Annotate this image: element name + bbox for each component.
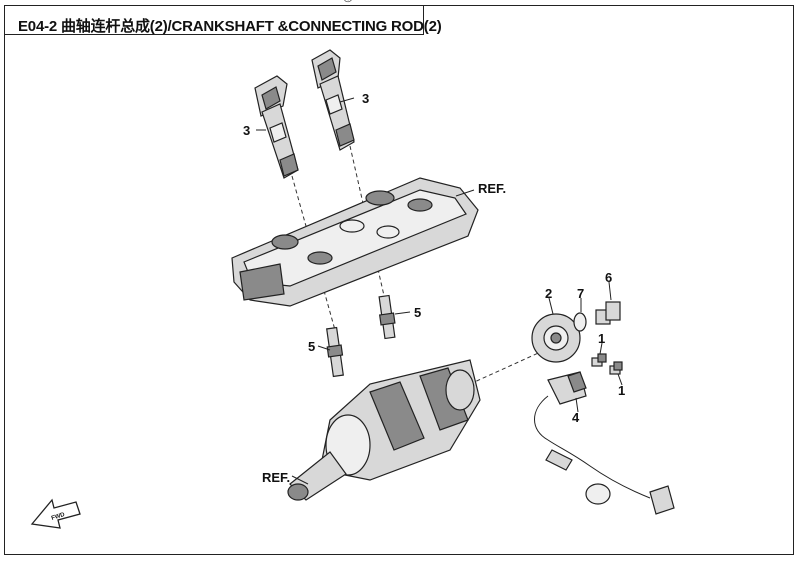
small-bolt-lower bbox=[609, 361, 623, 375]
leader-small-bolt-lower bbox=[617, 373, 623, 386]
leader-small-bolt-upper bbox=[599, 342, 603, 355]
label-spark-plug-right: 5 bbox=[414, 305, 421, 320]
leader-sprocket bbox=[548, 297, 554, 315]
direction-arrow-text: FWD bbox=[51, 512, 66, 522]
front-direction-arrow-icon: FWD bbox=[30, 498, 81, 529]
cylinder-head-cover bbox=[231, 177, 479, 307]
label-washer: 7 bbox=[577, 286, 584, 301]
label-spark-plug-left: 5 bbox=[308, 339, 315, 354]
ignition-coil-right bbox=[311, 49, 355, 151]
spark-plug-left bbox=[326, 326, 344, 378]
label-ref-crankshaft: REF. bbox=[262, 470, 290, 485]
label-sprocket: 2 bbox=[545, 286, 552, 301]
leader-spark-left bbox=[317, 345, 331, 351]
diagram-frame bbox=[4, 5, 794, 555]
small-bolt-upper bbox=[591, 353, 607, 367]
leader-coil-right bbox=[339, 97, 355, 103]
leader-spark-right bbox=[394, 311, 411, 315]
label-sensor: 4 bbox=[572, 410, 580, 425]
crankshaft bbox=[287, 349, 546, 501]
spark-plug-right bbox=[378, 294, 396, 340]
leader-sensor bbox=[575, 397, 579, 413]
bolt bbox=[595, 301, 621, 325]
page-title: E04-2 曲轴连杆总成(2)/CRANKSHAFT &CONNECTING R… bbox=[18, 18, 442, 35]
label-ignition-coil-lower: 3 bbox=[243, 123, 250, 138]
washer bbox=[573, 312, 587, 332]
leader-bolt bbox=[608, 281, 612, 301]
label-small-bolt-upper: 1 bbox=[598, 331, 605, 346]
label-ignition-coil-upper: 3 bbox=[362, 91, 369, 106]
label-ref-cover: REF. bbox=[478, 181, 506, 196]
ignition-coil-left bbox=[254, 75, 299, 179]
leader-ref-cover bbox=[455, 189, 475, 197]
label-small-bolt-lower: 1 bbox=[618, 383, 625, 398]
title-box: E04-2 曲轴连杆总成(2)/CRANKSHAFT &CONNECTING R… bbox=[4, 5, 442, 35]
leader-ref-crankshaft bbox=[291, 475, 309, 485]
label-bolt: 6 bbox=[605, 270, 612, 285]
crank-position-sensor bbox=[534, 371, 675, 515]
timing-sprocket bbox=[531, 313, 581, 363]
